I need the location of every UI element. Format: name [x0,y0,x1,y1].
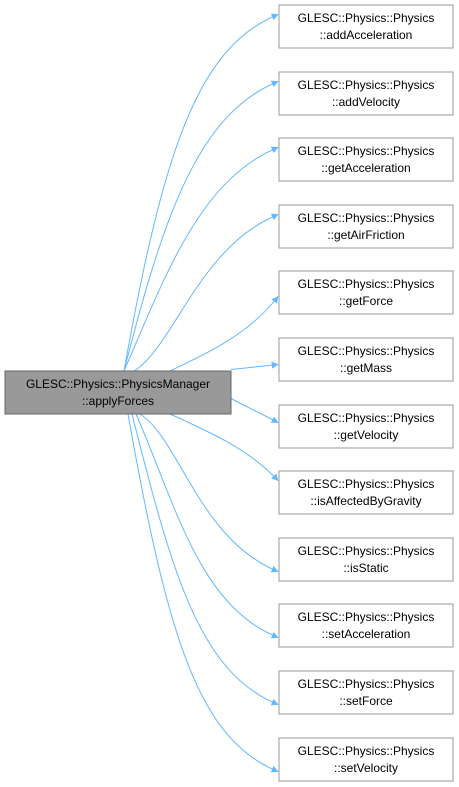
target-node-box [278,470,454,515]
target-node-add-velocity[interactable]: GLESC::Physics::Physics::addVelocity [278,71,454,116]
edge-to-add-velocity [123,80,279,372]
edge-to-is-static [139,413,279,573]
target-node-line2: ::setVelocity [334,761,398,775]
target-node-get-mass[interactable]: GLESC::Physics::Physics::getMass [278,337,454,382]
target-node-set-force[interactable]: GLESC::Physics::Physics::setForce [278,670,454,715]
target-node-set-acceleration[interactable]: GLESC::Physics::Physics::setAcceleration [278,603,454,648]
target-node-line1: GLESC::Physics::Physics [298,610,435,624]
source-node-applyForces[interactable]: GLESC::Physics::PhysicsManager ::applyFo… [4,370,232,415]
target-node-line1: GLESC::Physics::Physics [298,477,435,491]
target-node-line2: ::getForce [339,294,393,308]
edge-to-set-velocity [127,413,279,773]
target-node-line1: GLESC::Physics::Physics [298,211,435,225]
target-node-box [278,537,454,582]
target-node-line1: GLESC::Physics::Physics [298,11,435,25]
target-node-line2: ::setForce [339,694,393,708]
edge-to-get-acceleration [123,146,279,372]
target-node-box [278,737,454,782]
target-node-box [278,71,454,116]
target-node-line1: GLESC::Physics::Physics [298,144,435,158]
target-node-box [278,603,454,648]
edge-to-is-affected-by-gravity [169,413,279,482]
target-node-line2: ::getAirFriction [327,228,404,242]
target-node-box [278,270,454,315]
source-node-line2: ::applyForces [82,394,154,408]
target-node-box [278,137,454,182]
target-node-line1: GLESC::Physics::Physics [298,744,435,758]
target-node-line2: ::addAcceleration [320,28,413,42]
edge-to-get-mass [230,361,279,370]
target-node-line2: ::getAcceleration [321,161,410,175]
target-node-line1: GLESC::Physics::Physics [298,78,435,92]
target-node-line1: GLESC::Physics::Physics [298,677,435,691]
target-node-box [278,337,454,382]
target-node-is-affected-by-gravity[interactable]: GLESC::Physics::Physics::isAffectedByGra… [278,470,454,515]
target-nodes-group: GLESC::Physics::Physics::addAcceleration… [278,4,454,782]
target-node-is-static[interactable]: GLESC::Physics::Physics::isStatic [278,537,454,582]
target-node-line1: GLESC::Physics::Physics [298,344,435,358]
target-node-add-acceleration[interactable]: GLESC::Physics::Physics::addAcceleration [278,4,454,49]
edges-group [123,13,279,773]
target-node-line2: ::isStatic [343,561,388,575]
target-node-get-air-friction[interactable]: GLESC::Physics::Physics::getAirFriction [278,204,454,249]
edge-to-get-velocity [230,398,279,423]
edge-to-get-air-friction [133,213,279,372]
target-node-box [278,204,454,249]
target-node-box [278,404,454,449]
target-node-line1: GLESC::Physics::Physics [298,544,435,558]
source-node-line1: GLESC::Physics::PhysicsManager [26,377,210,391]
target-node-line1: GLESC::Physics::Physics [298,277,435,291]
target-node-line2: ::getMass [340,361,392,375]
target-node-line2: ::isAffectedByGravity [310,494,421,508]
target-node-line2: ::getVelocity [334,428,399,442]
target-node-get-force[interactable]: GLESC::Physics::Physics::getForce [278,270,454,315]
target-node-line1: GLESC::Physics::Physics [298,411,435,425]
edge-to-set-acceleration [135,413,279,639]
target-node-line2: ::setAcceleration [322,627,411,641]
target-node-set-velocity[interactable]: GLESC::Physics::Physics::setVelocity [278,737,454,782]
edge-to-set-force [131,413,279,706]
target-node-get-acceleration[interactable]: GLESC::Physics::Physics::getAcceleration [278,137,454,182]
edge-to-get-force [169,295,279,372]
target-node-box [278,670,454,715]
target-node-get-velocity[interactable]: GLESC::Physics::Physics::getVelocity [278,404,454,449]
edge-to-add-acceleration [123,13,279,372]
target-node-line2: ::addVelocity [332,95,400,109]
target-node-box [278,4,454,49]
